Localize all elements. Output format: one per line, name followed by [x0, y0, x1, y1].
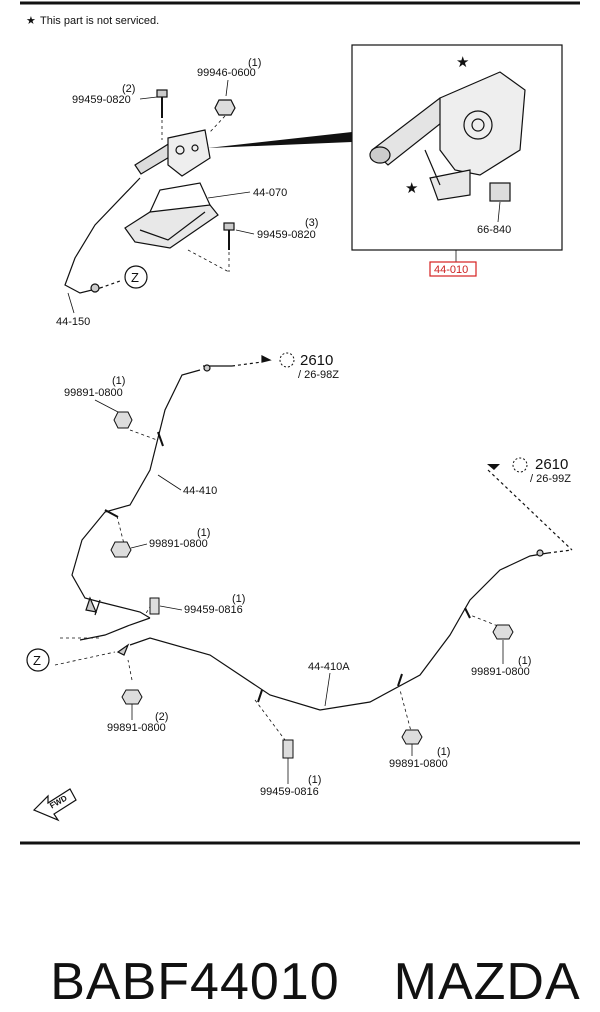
- p5-code: 44-150: [56, 316, 90, 328]
- c2-qty: (1): [197, 527, 210, 539]
- c5-code: 99891-0800: [107, 722, 166, 734]
- p2-code: 99459-0820: [72, 94, 131, 106]
- z-marker-lower-label: Z: [33, 653, 41, 668]
- ref1-sub: / 26-98Z: [298, 369, 339, 381]
- upper-leaders: [161, 115, 230, 273]
- ref2-num: 2610: [535, 456, 568, 473]
- z-marker-upper: [124, 265, 148, 289]
- lower-leaders: [54, 429, 504, 741]
- z-marker-upper-label: Z: [131, 270, 139, 285]
- star-icon: ★: [26, 15, 36, 27]
- ref2-sub: / 26-99Z: [530, 473, 571, 485]
- c4-qty: (1): [518, 655, 531, 667]
- ref-2610-upper: 2610 / 26-98Z: [279, 352, 339, 381]
- c7-code: 99459-0816: [260, 786, 319, 798]
- p4-qty: (3): [305, 217, 318, 229]
- c4-code: 99891-0800: [471, 666, 530, 678]
- c3-code: 99459-0816: [184, 604, 243, 616]
- part-number: BABF44010: [50, 953, 340, 1011]
- parking-brake-lever-assembly: [64, 89, 236, 294]
- cable-44-410a: [116, 469, 573, 711]
- highlight-label: 44-010: [434, 264, 468, 276]
- p3-code: 44-070: [253, 187, 287, 199]
- c2-code: 99891-0800: [149, 538, 208, 550]
- ref-2610-lower: 2610 / 26-99Z: [487, 456, 571, 485]
- ref1-num: 2610: [300, 352, 333, 369]
- c1-qty: (1): [112, 375, 125, 387]
- detail-star-side: ★: [405, 180, 418, 197]
- detail-lever-drawing: [369, 71, 526, 202]
- brand-name: MAZDA: [393, 953, 581, 1011]
- highlight-box: [429, 261, 477, 277]
- cable-44-410: [71, 355, 272, 641]
- p4-code: 99459-0820: [257, 229, 316, 241]
- cable1-label: 44-410: [183, 485, 217, 497]
- c1-code: 99891-0800: [64, 387, 123, 399]
- c6-qty: (1): [437, 746, 450, 758]
- c6-code: 99891-0800: [389, 758, 448, 770]
- parts-diagram: ★ This part is not serviced. (1) 99946-0…: [20, 1, 580, 845]
- cable2-label: 44-410A: [308, 661, 350, 673]
- c5-qty: (2): [155, 711, 168, 723]
- z-marker-lower: [26, 648, 50, 672]
- detail-pointer: [208, 132, 352, 148]
- p1-code: 99946-0600: [197, 67, 256, 79]
- p6-code: 66-840: [477, 224, 511, 236]
- fwd-arrow-icon: FWD: [32, 788, 77, 822]
- detail-star-top: ★: [456, 54, 469, 71]
- p2-qty: (2): [122, 83, 135, 95]
- p1-qty: (1): [248, 57, 261, 69]
- c3-qty: (1): [232, 593, 245, 605]
- caption: BABF44010 MAZDA: [0, 892, 600, 1012]
- not-serviced-note: This part is not serviced.: [40, 15, 159, 27]
- lower-fasteners: [110, 411, 514, 759]
- c7-qty: (1): [308, 774, 321, 786]
